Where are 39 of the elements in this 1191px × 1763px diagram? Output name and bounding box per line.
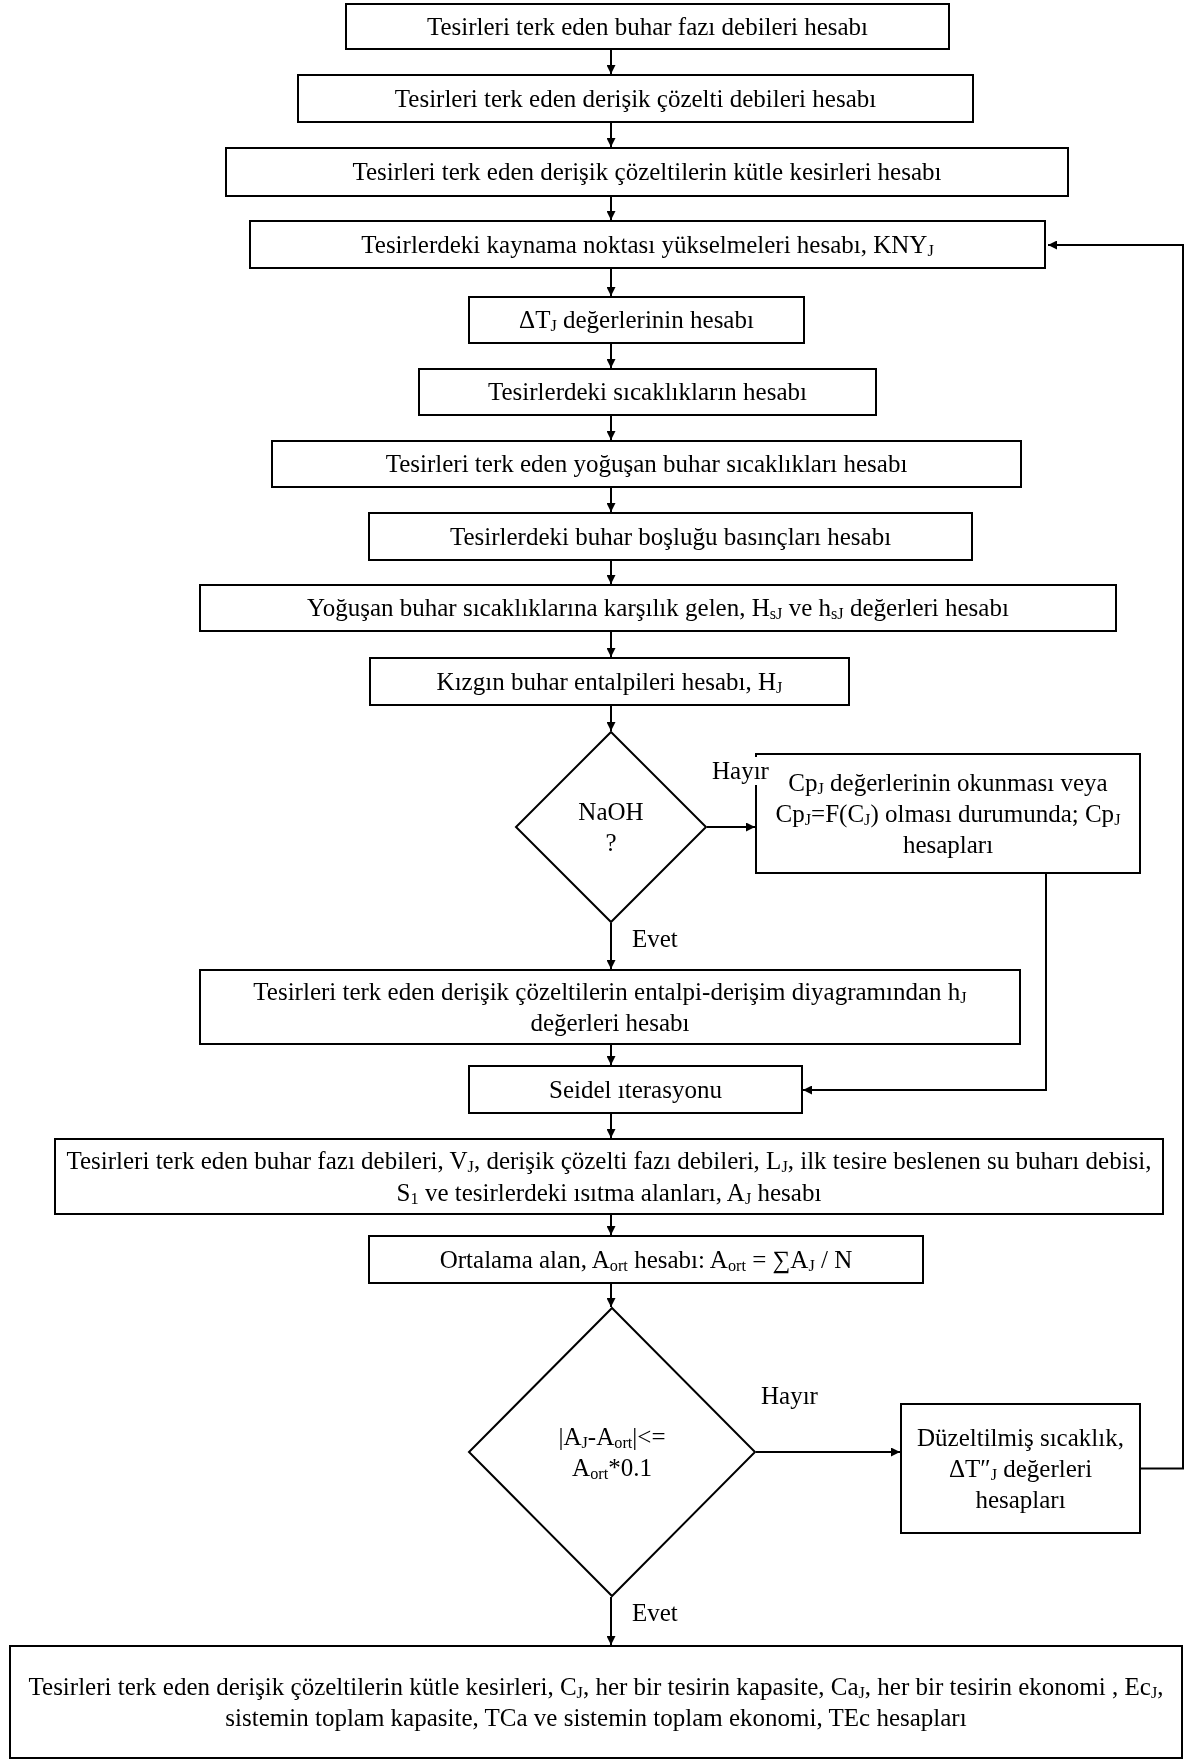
process-box: Tesirleri terk eden derişik çözelti debileri hesabı	[297, 74, 974, 123]
arrow	[606, 1113, 616, 1139]
process-box: Tesirleri terk eden derişik çözeltilerin entalpi-derişim diyagramından h$_{J}$ değerleri hesabı	[199, 969, 1021, 1045]
arrow	[606, 631, 616, 658]
arrow	[606, 487, 616, 513]
arrow	[606, 122, 616, 148]
process-box: Tesirlerdeki sıcaklıkların hesabı	[418, 368, 877, 416]
process-box: Tesirlerdeki buhar boşluğu basınçları hesabı	[368, 512, 973, 561]
arrow	[606, 268, 616, 297]
process-box: Seidel ıterasyonu	[468, 1065, 803, 1114]
arrow	[606, 1283, 616, 1308]
process-box: Tesirlerdeki kaynama noktası yükselmeleri hesabı, KNY$_{J}$	[249, 220, 1046, 269]
arrow	[606, 1044, 616, 1066]
arrow	[606, 49, 616, 75]
process-box: ΔT$_{J}$ değerlerinin hesabı	[468, 296, 805, 344]
process-box: Tesirleri terk eden buhar fazı debileri, V$_{J}$, derişik çözelti fazı debileri, L$_{J}$, ilk tesire beslenen su buharı debisi, S$_{1}$ ve tesirlerdeki ısıtma alanları, A$_{J}$ hesabı	[54, 1138, 1164, 1215]
arrow	[606, 922, 616, 970]
arrow	[606, 560, 616, 585]
process-box: Ortalama alan, A$_{ort}$ hesabı: A$_{ort}$ = ∑A$_{J}$ / N	[368, 1235, 924, 1284]
arrow	[606, 196, 616, 221]
decision-diamond: |A$_{J}$-A$_{ort}$|<= A$_{ort}$*0.1	[468, 1307, 756, 1597]
decision-diamond: NaOH ?	[515, 731, 707, 923]
process-box: Kızgın buhar entalpileri hesabı, H$_{J}$	[369, 657, 850, 706]
arrow	[706, 822, 756, 832]
arrow	[606, 1596, 616, 1646]
edge-label: Hayır	[709, 757, 772, 785]
arrow	[1047, 240, 1184, 1470]
arrow	[802, 873, 1047, 1095]
process-box: Tesirleri terk eden buhar fazı debileri hesabı	[345, 3, 950, 50]
arrow	[606, 1214, 616, 1236]
arrow	[755, 1447, 901, 1457]
arrow	[606, 343, 616, 369]
arrow	[606, 415, 616, 441]
process-box: Yoğuşan buhar sıcaklıklarına karşılık gelen, H$_{sJ}$ ve h$_{sJ}$ değerleri hesabı	[199, 584, 1117, 632]
arrow	[606, 705, 616, 732]
process-box: Tesirleri terk eden yoğuşan buhar sıcaklıkları hesabı	[271, 440, 1022, 488]
process-box: Tesirleri terk eden derişik çözeltilerin kütle kesirleri, C$_{J}$, her bir tesirin kapasite, Ca$_{J}$, her bir tesirin ekonomi , Ec$_{J}$, sistemin toplam kapasite, TCa ve sistemin toplam ekonomi, TEc hesapları	[9, 1645, 1183, 1759]
process-box: Düzeltilmiş sıcaklık, ΔT″$_{J}$ değerleri hesapları	[900, 1403, 1141, 1534]
process-box: Tesirleri terk eden derişik çözeltilerin kütle kesirleri hesabı	[225, 147, 1069, 197]
